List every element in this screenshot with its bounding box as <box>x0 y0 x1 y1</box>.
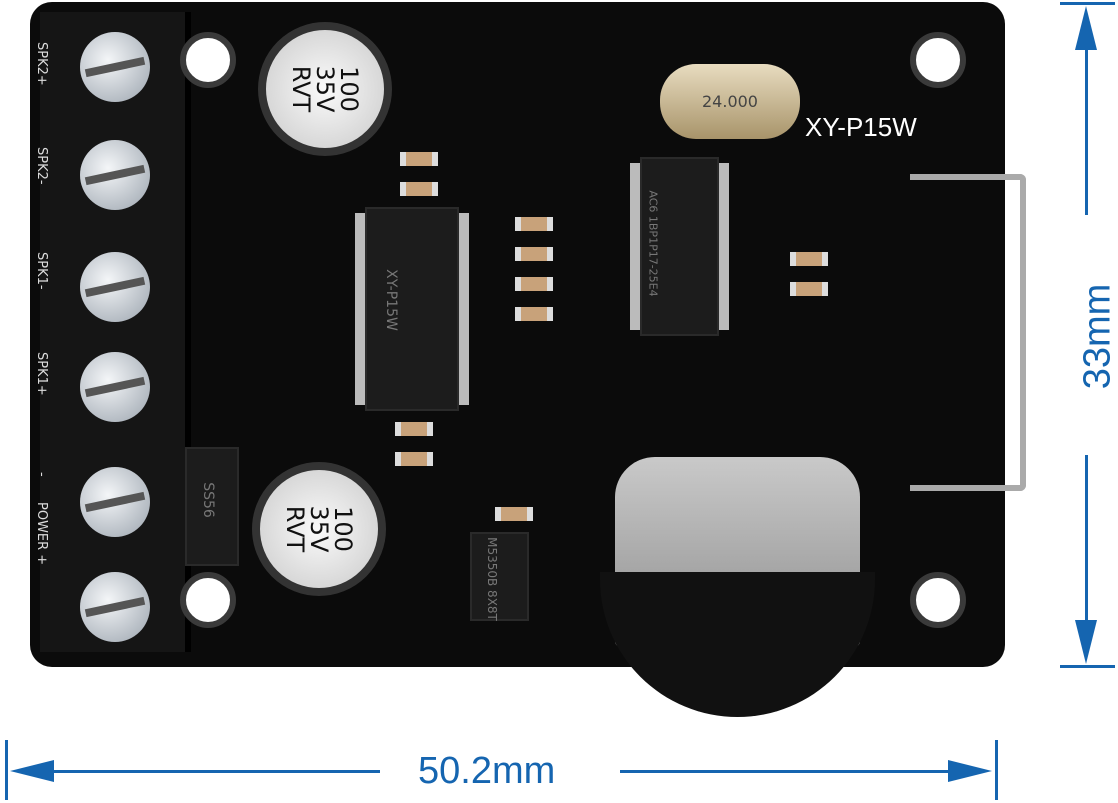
screw-1 <box>80 32 150 102</box>
dimension-tick <box>1060 2 1115 5</box>
diode <box>185 447 239 566</box>
mounting-hole <box>910 32 966 88</box>
terminal-label: SPK2- <box>34 147 49 185</box>
mounting-hole <box>180 32 236 88</box>
smd-component <box>515 247 553 261</box>
regulator-label: M5350B 8X8T <box>484 537 499 621</box>
volume-knob <box>600 572 875 717</box>
cap-voltage: 35V <box>305 505 333 553</box>
smd-component <box>515 277 553 291</box>
cap-value: 100 <box>335 66 363 112</box>
terminal-label: POWER + <box>34 502 49 566</box>
arrow-up-icon <box>1075 6 1097 50</box>
dimension-tick <box>5 740 8 800</box>
terminal-label: SPK2+ <box>34 42 49 86</box>
height-dimension-label: 33mm <box>1076 283 1118 390</box>
smd-component <box>790 282 828 296</box>
smd-component <box>395 452 433 466</box>
pcb-board: SPK2+ SPK2- SPK1- SPK1+ - POWER + 100 35… <box>30 2 1026 717</box>
dimension-line <box>620 770 975 773</box>
bluetooth-chip <box>640 157 719 336</box>
width-dimension-label: 50.2mm <box>418 750 556 792</box>
electrolytic-capacitor: 100 35V RVT <box>252 462 386 596</box>
smd-component <box>400 182 438 196</box>
screw-3 <box>80 252 150 322</box>
screw-6 <box>80 572 150 642</box>
smd-component <box>790 252 828 266</box>
pcb-antenna <box>910 174 1026 491</box>
bt-chip-label: AC6 1BP1P17-25E4 <box>646 190 660 297</box>
cap-brand: RVT <box>281 505 309 553</box>
electrolytic-capacitor: 100 35V RVT <box>258 22 392 156</box>
arrow-right-icon <box>948 760 992 782</box>
dimension-tick <box>1060 665 1115 668</box>
cap-voltage: 35V <box>311 65 339 113</box>
dimension-tick <box>995 740 998 800</box>
crystal-label: 24.000 <box>702 92 758 111</box>
smd-component <box>400 152 438 166</box>
smd-component <box>515 307 553 321</box>
screw-5 <box>80 467 150 537</box>
mounting-hole <box>910 572 966 628</box>
mounting-hole <box>180 572 236 628</box>
dimension-line <box>25 770 380 773</box>
terminal-label: SPK1- <box>34 252 49 290</box>
screw-4 <box>80 352 150 422</box>
smd-component <box>395 422 433 436</box>
arrow-down-icon <box>1075 620 1097 664</box>
diode-label: SS56 <box>199 482 216 518</box>
screw-2 <box>80 140 150 210</box>
voltage-regulator <box>470 532 529 621</box>
dimension-line <box>1085 20 1088 215</box>
screw-terminal-block <box>40 12 191 652</box>
terminal-label: SPK1+ <box>34 352 49 396</box>
model-label: XY-P15W <box>805 112 917 142</box>
arrow-left-icon <box>10 760 54 782</box>
crystal-oscillator: 24.000 <box>660 64 800 139</box>
amp-chip-label: XY-P15W <box>382 269 399 331</box>
smd-component <box>495 507 533 521</box>
cap-brand: RVT <box>287 65 315 113</box>
dimension-line <box>1085 455 1088 650</box>
amplifier-chip <box>365 207 459 411</box>
smd-component <box>515 217 553 231</box>
terminal-label: - <box>34 472 49 477</box>
cap-value: 100 <box>329 506 357 552</box>
